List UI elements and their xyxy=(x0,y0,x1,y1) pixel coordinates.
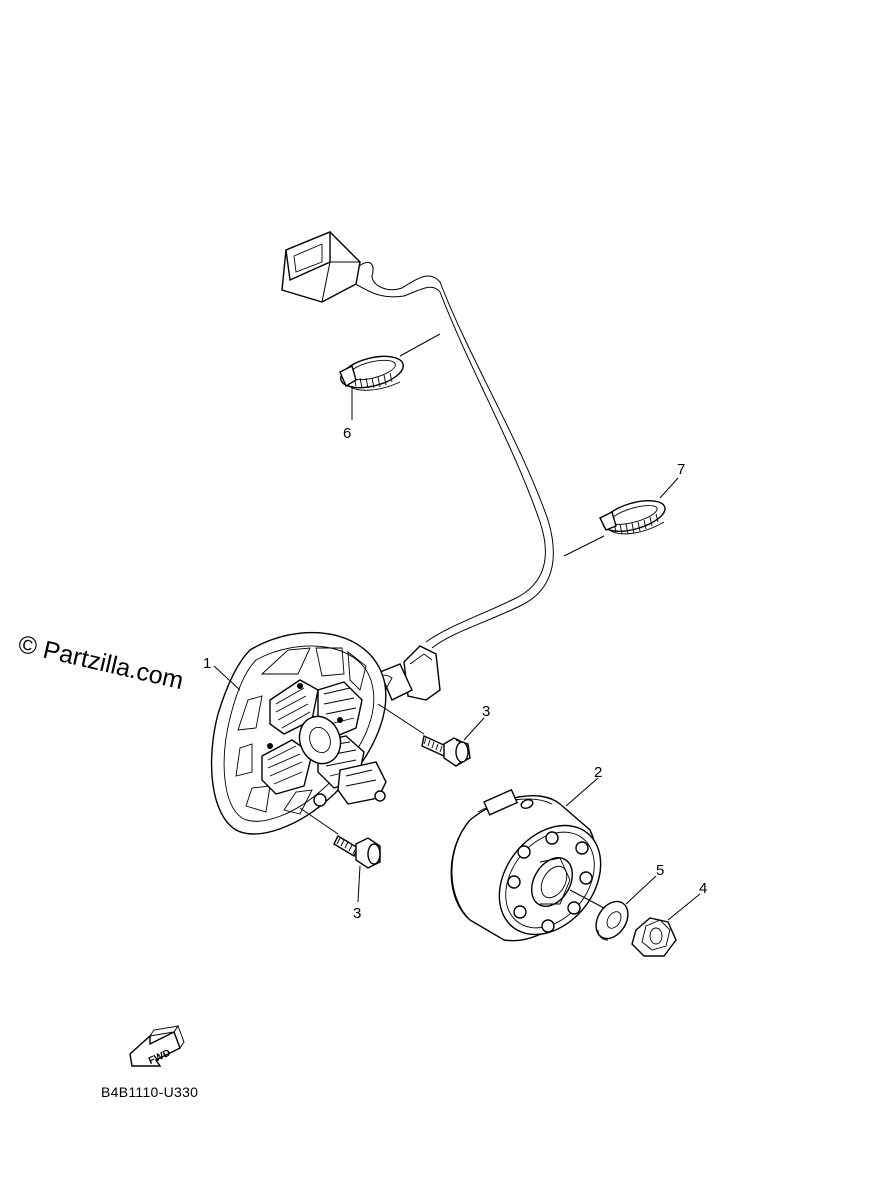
wire-clamp-6[interactable] xyxy=(338,351,407,394)
pickup-coil xyxy=(313,761,387,807)
leader-4 xyxy=(667,893,701,921)
callout-4: 4 xyxy=(699,880,707,897)
wire-harness[interactable] xyxy=(281,230,554,701)
leader-3a xyxy=(463,717,485,741)
flywheel-rotor[interactable] xyxy=(450,788,621,955)
leader-6-wire xyxy=(399,333,441,357)
fwd-arrow-icon: FWD xyxy=(129,1025,185,1067)
hex-nut[interactable] xyxy=(631,917,677,957)
wire-grommet[interactable] xyxy=(365,645,441,701)
stator-assembly[interactable] xyxy=(210,631,387,835)
wire-clamp-7[interactable] xyxy=(599,495,669,538)
leader-5 xyxy=(625,875,657,905)
leader-2-hub xyxy=(569,889,605,909)
leader-7 xyxy=(659,477,679,499)
leader-2 xyxy=(565,777,599,807)
callout-7: 7 xyxy=(677,461,685,478)
diagram-code: B4B1110-U330 xyxy=(101,1084,199,1100)
washer[interactable] xyxy=(590,896,635,945)
leader-3a-stator xyxy=(377,703,425,735)
callout-2: 2 xyxy=(594,764,602,781)
coupler-connector[interactable] xyxy=(281,230,361,303)
leader-7-wire xyxy=(563,535,605,557)
leader-3b xyxy=(357,865,361,903)
leader-1 xyxy=(213,665,241,691)
callout-1: 1 xyxy=(203,655,211,672)
bolt-upper[interactable] xyxy=(421,734,471,767)
callout-5: 5 xyxy=(656,862,664,879)
leader-3b-stator xyxy=(299,807,339,835)
callout-3-upper: 3 xyxy=(482,703,490,720)
callout-6: 6 xyxy=(343,425,351,442)
bolt-lower[interactable] xyxy=(333,835,381,869)
callout-3-lower: 3 xyxy=(353,905,361,922)
